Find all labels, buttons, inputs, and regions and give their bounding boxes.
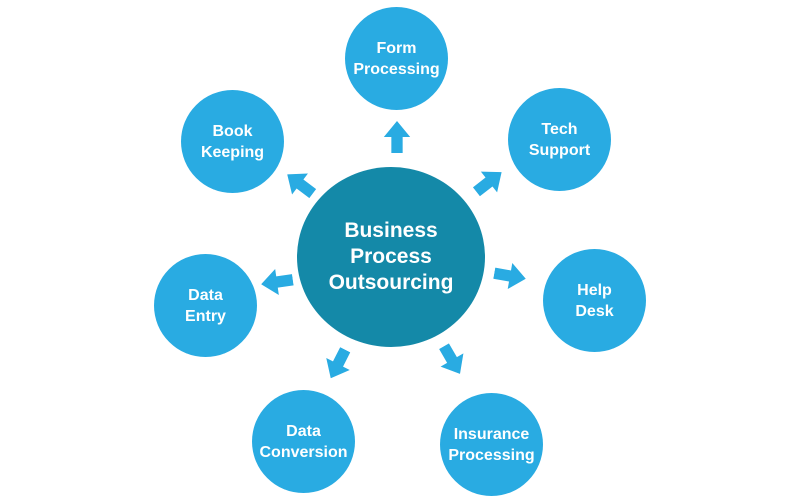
center-node-label-line: Process xyxy=(350,245,432,268)
node-form-processing: Form Processing xyxy=(345,7,448,110)
arrow-up-icon xyxy=(383,121,411,153)
node-label-line: Processing xyxy=(448,446,535,464)
center-node-label-line: Outsourcing xyxy=(328,271,454,294)
arrow-right-icon xyxy=(492,259,528,292)
node-help-desk: Help Desk xyxy=(543,249,646,352)
arrow-up-left-icon xyxy=(279,163,321,205)
node-label-line: Desk xyxy=(575,302,614,320)
node-label-line: Data xyxy=(188,286,223,304)
node-book-keeping: Book Keeping xyxy=(181,90,284,193)
node-data-conversion: Data Conversion xyxy=(252,390,355,493)
arrow-down-left-icon xyxy=(318,343,357,384)
node-label-line: Tech xyxy=(541,120,578,138)
node-tech-support: Tech Support xyxy=(508,88,611,191)
arrow-left-icon xyxy=(259,266,295,298)
node-label-line: Form xyxy=(376,39,417,57)
node-label-line: Book xyxy=(212,122,253,140)
node-label-line: Processing xyxy=(353,60,440,78)
node-label-line: Keeping xyxy=(200,143,265,161)
node-insurance-processing: Insurance Processing xyxy=(440,393,543,496)
node-label-line: Data xyxy=(286,422,321,440)
node-label-line: Entry xyxy=(185,307,226,325)
node-label-line: Conversion xyxy=(259,443,348,461)
node-label-line: Insurance xyxy=(453,425,530,443)
arrow-up-right-icon xyxy=(468,161,510,203)
node-label-line: Support xyxy=(528,141,591,159)
node-data-entry: Data Entry xyxy=(154,254,257,357)
node-label-line: Help xyxy=(577,281,612,299)
center-node-label-line: Business xyxy=(344,219,438,242)
arrow-down-right-icon xyxy=(432,339,472,381)
center-node-business-process-outsourcing: Business Process Outsourcing xyxy=(297,167,485,347)
